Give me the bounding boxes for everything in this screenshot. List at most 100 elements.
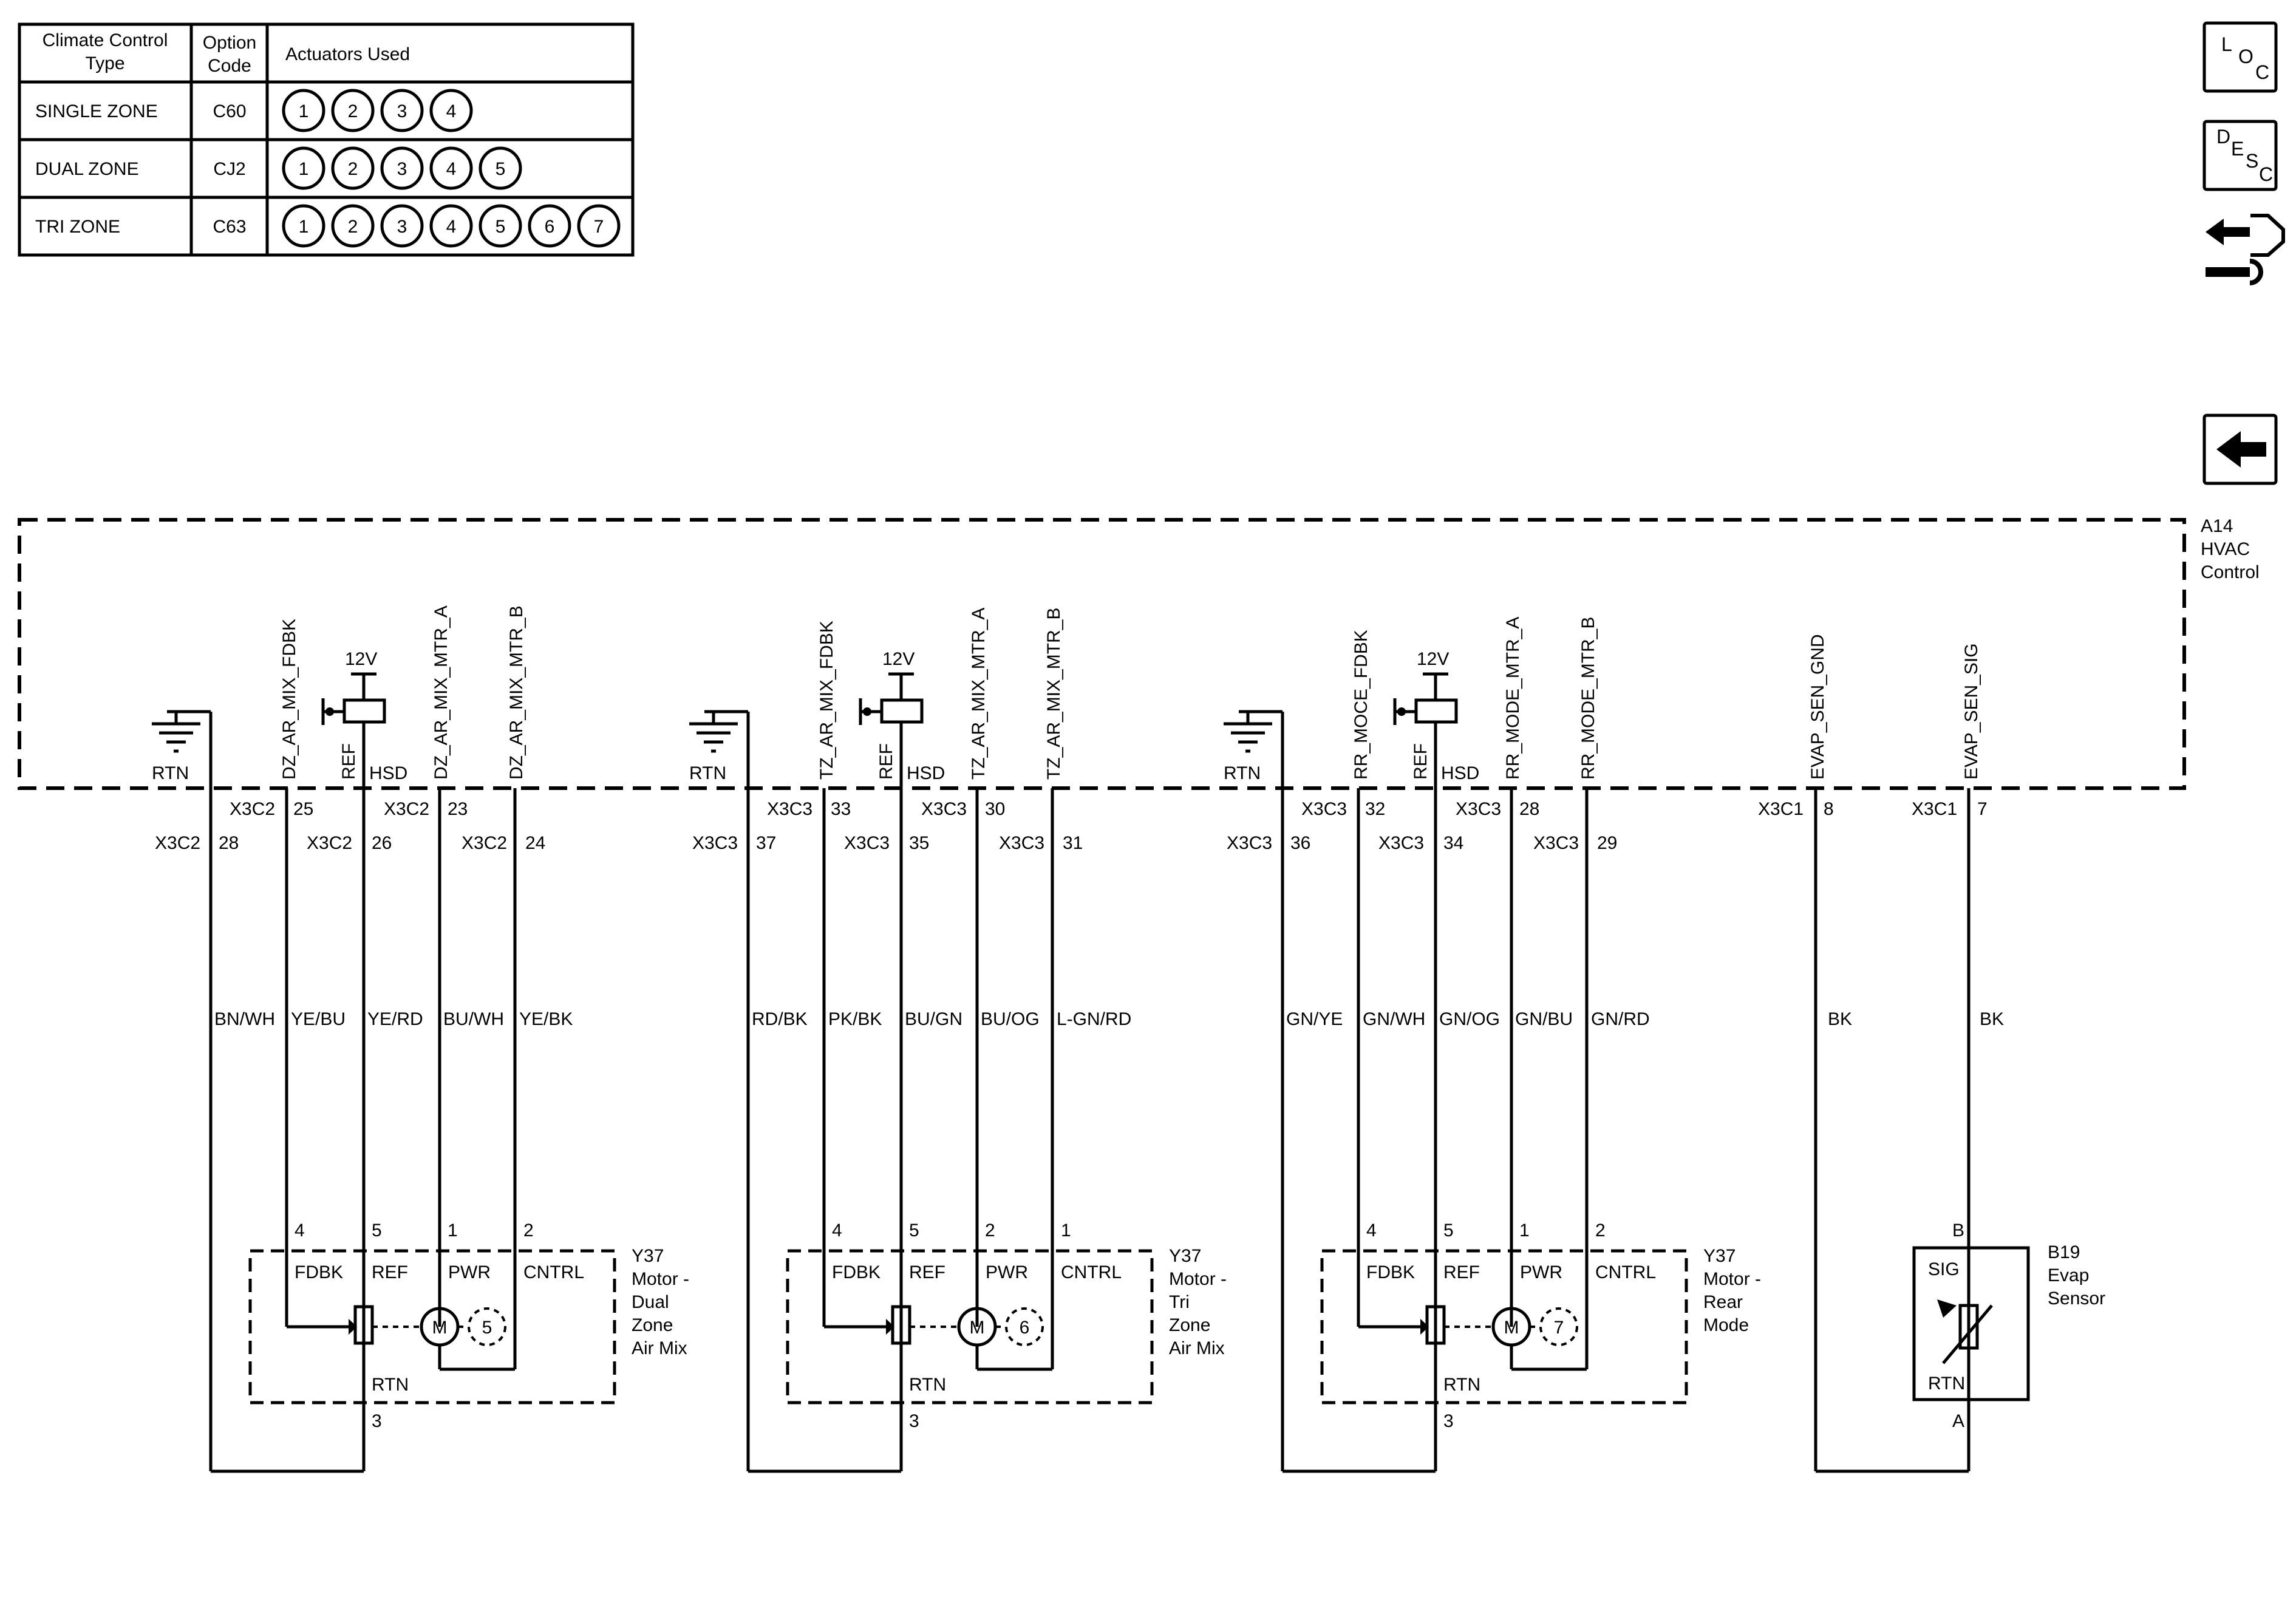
actuator-number-circle: [528, 204, 571, 248]
wire-color: GN/OG: [1439, 1009, 1500, 1029]
connector-repair-icon[interactable]: [2206, 214, 2285, 285]
wiper-arrow: [886, 1319, 894, 1335]
desc-letter-s: S: [2246, 150, 2258, 172]
wire-color: YE/BK: [519, 1009, 573, 1029]
signal-label: TZ_AR_MIX_MTR_B: [1044, 608, 1064, 780]
pin-number: 26: [372, 833, 392, 853]
hsd-label: HSD: [369, 763, 407, 783]
component-label: Air Mix: [1169, 1338, 1225, 1358]
back-button[interactable]: [2202, 414, 2278, 485]
wire-color: RD/BK: [752, 1009, 808, 1029]
actuator-number: 2: [348, 101, 358, 121]
loc-letter-c: C: [2255, 61, 2269, 83]
signal-label: RR_MOCE_FDBK: [1351, 630, 1371, 780]
module-label-line2: HVAC: [2201, 539, 2250, 559]
actuator-number: 4: [446, 217, 457, 237]
component-pin: 5: [909, 1220, 919, 1241]
actuator-ref-number: 5: [482, 1318, 492, 1338]
signal-label: DZ_AR_MIX_MTR_B: [506, 605, 526, 780]
connector-id: X3C3: [921, 799, 967, 819]
actuator-component-box: [786, 1249, 1154, 1404]
hsd-label: HSD: [907, 763, 945, 783]
component-pin: 4: [1366, 1220, 1377, 1241]
signal-label: DZ_AR_MIX_FDBK: [279, 619, 299, 780]
wire-color: GN/YE: [1286, 1009, 1343, 1029]
actuator-number: 6: [545, 217, 555, 237]
location-button[interactable]: L O C: [2202, 21, 2278, 93]
signal-label: TZ_AR_MIX_MTR_A: [969, 608, 989, 780]
actuator-number: 2: [348, 217, 358, 237]
signal-label: RR_MODE_MTR_A: [1503, 617, 1523, 780]
component-label: Zone: [1169, 1315, 1210, 1335]
ref-signal-label: REF: [1411, 743, 1431, 780]
connector-id: X3C3: [999, 833, 1044, 853]
connector-id: X3C1: [1912, 799, 1957, 819]
terminal-label: PWR: [986, 1262, 1028, 1282]
terminal-label: PWR: [1520, 1262, 1562, 1282]
table-header-code-line1: Option: [203, 33, 256, 53]
wire-color: BN/WH: [214, 1009, 275, 1029]
component-pin: 5: [1443, 1220, 1454, 1241]
potentiometer: [353, 1305, 374, 1345]
motor-letter: M: [432, 1318, 448, 1338]
component-pin: B: [1952, 1220, 1964, 1241]
desc-letter-d: D: [2216, 126, 2230, 148]
actuator-number: 1: [299, 159, 309, 179]
rtn-label: RTN: [152, 763, 189, 783]
component-pin: 3: [909, 1411, 919, 1431]
actuator-number-circle: [479, 204, 522, 248]
actuator-number: 1: [299, 101, 309, 121]
ref-signal-label: REF: [876, 743, 896, 780]
motor-letter: M: [970, 1318, 985, 1338]
component-pin: 1: [448, 1220, 458, 1241]
hsd-driver-box: [342, 698, 386, 724]
pin-number: 36: [1290, 833, 1310, 853]
junction-dot: [1397, 707, 1406, 716]
actuator-ref-circle: [468, 1307, 506, 1346]
variable-arrow: [1942, 1304, 1993, 1364]
module-label-line3: Control: [2201, 562, 2260, 582]
actuator-number: 5: [496, 217, 506, 237]
table-row-code: C63: [213, 217, 246, 237]
signal-label: EVAP_SEN_SIG: [1961, 643, 1981, 780]
table-row-type: TRI ZONE: [35, 217, 120, 237]
back-arrow-icon: [2216, 431, 2266, 468]
signal-label: RR_MODE_MTR_B: [1578, 617, 1598, 780]
supply-voltage-label: 12V: [1417, 649, 1449, 669]
wire-color: GN/RD: [1591, 1009, 1650, 1029]
actuator-component-box: [1320, 1249, 1688, 1404]
loc-letter-l: L: [2221, 33, 2232, 55]
motor-letter: M: [1504, 1318, 1519, 1338]
component-pin: 5: [372, 1220, 382, 1241]
connector-id: X3C3: [1378, 833, 1424, 853]
pin-number: 28: [219, 833, 239, 853]
actuator-number: 3: [397, 101, 407, 121]
terminal-label: PWR: [448, 1262, 491, 1282]
connector-id: X3C3: [1227, 833, 1272, 853]
connector-id: X3C3: [692, 833, 738, 853]
actuator-number-circle: [429, 204, 473, 248]
wire-color: YE/BU: [291, 1009, 346, 1029]
connector-id: X3C3: [1533, 833, 1579, 853]
thermistor: [1958, 1304, 1979, 1350]
module-label-line1: A14: [2201, 516, 2233, 536]
actuator-number-circle: [282, 89, 325, 132]
actuator-number-circle: [331, 89, 375, 132]
evap-sensor-box: [1912, 1246, 2030, 1401]
pin-number: 34: [1443, 833, 1463, 853]
actuator-number-circle: [331, 204, 375, 248]
actuator-ref-circle: [1539, 1307, 1578, 1346]
actuator-number: 3: [397, 159, 407, 179]
pin-number: 35: [909, 833, 929, 853]
desc-letter-c: C: [2259, 163, 2273, 185]
wiper-arrow: [1420, 1319, 1429, 1335]
wire-color: BK: [1980, 1009, 2004, 1029]
description-button[interactable]: D E S C: [2202, 120, 2278, 191]
component-label: Motor -: [632, 1269, 689, 1289]
component-label: Air Mix: [632, 1338, 687, 1358]
connector-id: X3C3: [844, 833, 890, 853]
connector-id: X3C3: [1456, 799, 1501, 819]
pin-number: 29: [1597, 833, 1617, 853]
pin-number: 24: [525, 833, 545, 853]
component-pin: 2: [523, 1220, 534, 1241]
